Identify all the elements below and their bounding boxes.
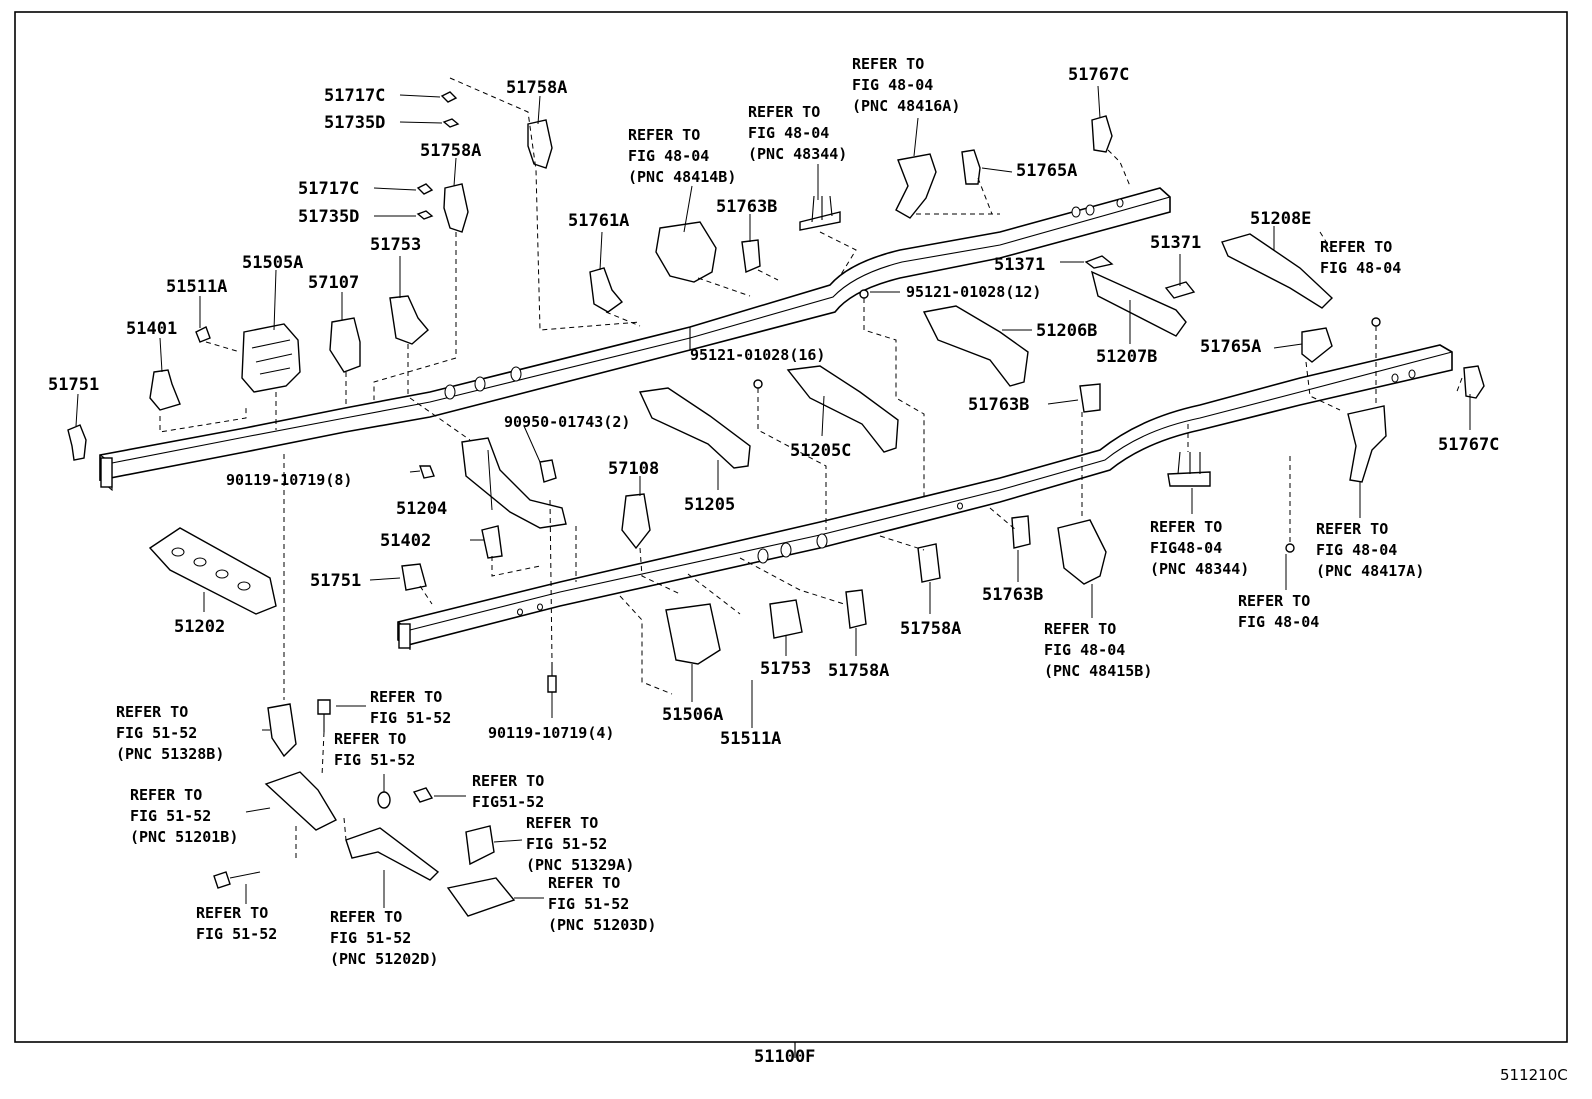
part-label: 51371 — [1150, 233, 1201, 253]
part-label: 51767C — [1438, 435, 1499, 455]
part-label: 90119-10719(4) — [488, 724, 614, 742]
part-label: 51761A — [568, 211, 629, 231]
refer-note: REFER TO FIG 51-52 — [334, 730, 415, 769]
part-label: 51763B — [982, 585, 1043, 605]
refer-note: REFER TO FIG 51-52 (PNC 51201B) — [130, 786, 238, 846]
refer-note: REFER TO FIG51-52 — [472, 772, 553, 811]
leader-lines — [75, 85, 1471, 908]
refer-note: REFER TO FIG 48-04 (PNC 48417A) — [1316, 520, 1424, 580]
part-label: 51753 — [760, 659, 811, 679]
part-label: 51206B — [1036, 321, 1097, 341]
right-frame-rail — [397, 344, 1453, 650]
part-label: 51767C — [1068, 65, 1129, 85]
part-label: 51205 — [684, 495, 735, 515]
part-label: 51751 — [48, 375, 99, 395]
part-labels: 51717C 51735D 51758A 51758A 51717C 51735… — [48, 65, 1499, 749]
refer-note: REFER TO FIG 48-04 — [1320, 238, 1401, 277]
part-label: 90119-10719(8) — [226, 471, 352, 489]
part-label: 51371 — [994, 255, 1045, 275]
part-label: 51763B — [968, 395, 1029, 415]
part-label: 51735D — [324, 113, 385, 133]
part-label: 95121-01028(12) — [906, 283, 1041, 301]
refer-note: REFER TO FIG 51-52 (PNC 51203D) — [548, 874, 656, 934]
part-label: 95121-01028(16) — [690, 346, 825, 364]
part-label: 51735D — [298, 207, 359, 227]
refer-note: REFER TO FIG 48-04 (PNC 48416A) — [852, 55, 960, 115]
part-label: 90950-01743(2) — [504, 413, 630, 431]
refer-note: REFER TO FIG 51-52 — [196, 904, 277, 943]
part-label: 51717C — [298, 179, 359, 199]
part-label: 57107 — [308, 273, 359, 293]
part-label: 51402 — [380, 531, 431, 551]
refer-note: REFER TO FIG 51-52 — [370, 688, 451, 727]
part-label: 51506A — [662, 705, 723, 725]
refer-note: REFER TO FIG 48-04 — [1238, 592, 1319, 631]
part-label: 51511A — [720, 729, 781, 749]
part-label: 51207B — [1096, 347, 1157, 367]
refer-note: REFER TO FIG48-04 (PNC 48344) — [1150, 518, 1249, 578]
alignment-lines — [159, 77, 1463, 862]
part-label: 51758A — [420, 141, 481, 161]
diagram-border — [14, 11, 1568, 1043]
refer-note: REFER TO FIG 48-04 (PNC 48344) — [748, 103, 847, 163]
refer-note: REFER TO FIG 48-04 (PNC 48415B) — [1044, 620, 1152, 680]
part-label: 51765A — [1016, 161, 1077, 181]
refer-note: REFER TO FIG 48-04 (PNC 48414B) — [628, 126, 736, 186]
part-label: 51401 — [126, 319, 177, 339]
part-label: 57108 — [608, 459, 659, 479]
part-label: 51758A — [900, 619, 961, 639]
part-label: 51753 — [370, 235, 421, 255]
part-shapes — [67, 91, 1485, 917]
part-label: 51758A — [828, 661, 889, 681]
refer-notes: REFER TO FIG 48-04 (PNC 48416A) REFER TO… — [116, 55, 1424, 968]
diagram-number: 51100F — [754, 1047, 815, 1067]
part-label: 51202 — [174, 617, 225, 637]
part-label: 51751 — [310, 571, 361, 591]
part-label: 51505A — [242, 253, 303, 273]
refer-note: REFER TO FIG 51-52 (PNC 51202D) — [330, 908, 438, 968]
part-label: 51208E — [1250, 209, 1311, 229]
figure-code: 511210C — [1500, 1066, 1568, 1084]
part-label: 51763B — [716, 197, 777, 217]
part-label: 51511A — [166, 277, 227, 297]
part-label: 51758A — [506, 78, 567, 98]
part-label: 51204 — [396, 499, 447, 519]
part-label: 51205C — [790, 441, 851, 461]
refer-note: REFER TO FIG 51-52 (PNC 51329A) — [526, 814, 634, 874]
part-label: 51765A — [1200, 337, 1261, 357]
refer-note: REFER TO FIG 51-52 (PNC 51328B) — [116, 703, 224, 763]
part-label: 51717C — [324, 86, 385, 106]
left-frame-rail — [99, 187, 1171, 492]
